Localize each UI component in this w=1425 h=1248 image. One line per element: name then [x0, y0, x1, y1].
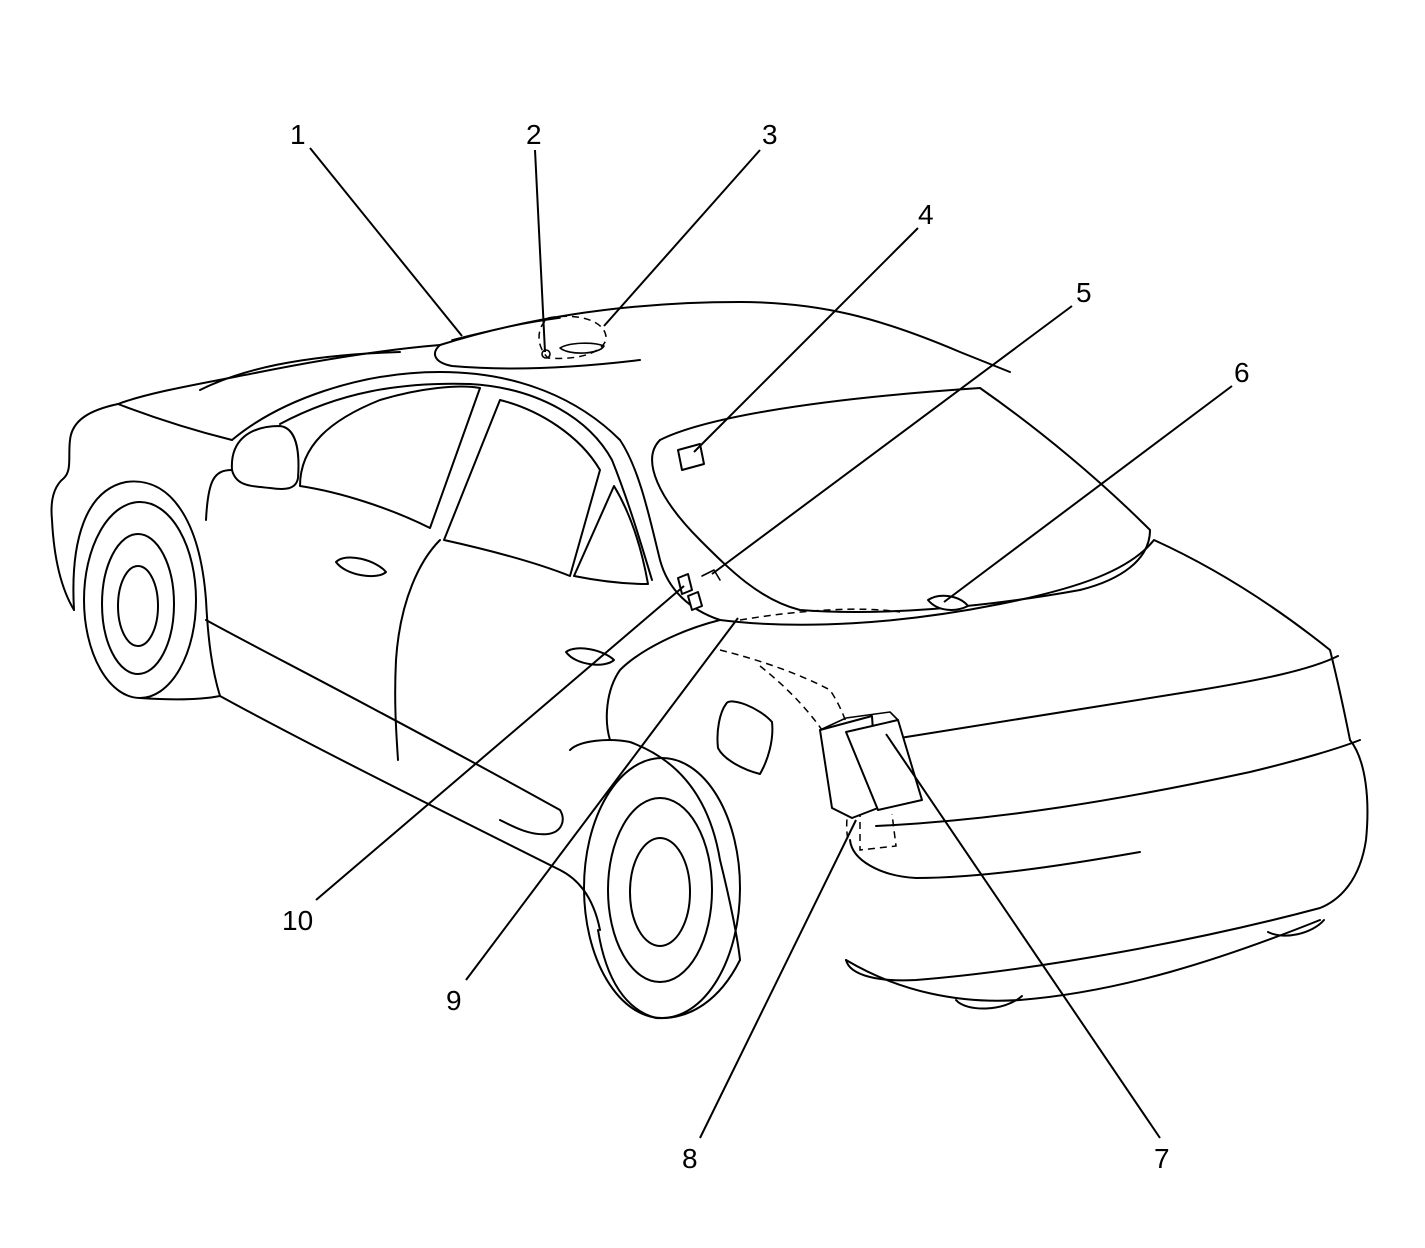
rear-door-window	[443, 399, 601, 577]
front-hub	[117, 565, 159, 647]
roof-lamp-component	[559, 342, 605, 354]
callout-8: 8	[682, 1143, 698, 1174]
rocker-panel	[205, 619, 564, 836]
callout-7: 7	[1154, 1143, 1170, 1174]
front-wheel-arch	[72, 480, 221, 697]
hood-crease	[117, 403, 233, 441]
lower-body-line	[219, 695, 601, 931]
rear-rim	[607, 797, 713, 983]
callout-labels: 1 2 3 4 5 6 7 8 9 10	[282, 119, 1250, 1174]
hidden-sunroof-outline	[538, 315, 607, 360]
side-mirror	[230, 425, 300, 490]
callout-5: 5	[1076, 277, 1092, 308]
hidden-harness-upper	[739, 608, 901, 621]
rear-tail-lamp	[849, 839, 1141, 879]
leader-5	[711, 305, 1073, 575]
fuel-door	[716, 700, 774, 775]
rear-tire-bottom	[597, 929, 741, 1020]
exhaust-left	[955, 995, 1023, 1010]
leader-8	[699, 819, 857, 1139]
trunk-lid	[719, 539, 1351, 741]
callout-6: 6	[1234, 357, 1250, 388]
leader-2	[534, 149, 546, 353]
front-tire	[83, 501, 197, 699]
rear-bumper-lower	[845, 919, 1321, 1002]
door-frame-inner	[279, 382, 653, 581]
component-6-sensor	[927, 594, 969, 611]
component-9-connector	[687, 591, 703, 611]
leader-10	[315, 585, 685, 901]
component-4-module	[677, 443, 705, 471]
leader-1	[309, 147, 463, 337]
front-door-rear-edge	[394, 539, 441, 761]
rear-quarter-panel	[605, 619, 721, 741]
callout-3: 3	[762, 119, 778, 150]
leader-6	[943, 385, 1233, 603]
component-10-connector	[677, 573, 693, 595]
vehicle-body	[50, 301, 1369, 1020]
leader-4	[693, 227, 919, 453]
callout-1: 1	[290, 119, 306, 150]
leader-7	[885, 733, 1161, 1139]
trunk-rear-edge	[899, 655, 1339, 739]
callout-2: 2	[526, 119, 542, 150]
rear-door-handle	[565, 647, 615, 666]
rear-quarter-window	[573, 485, 649, 585]
component-2-sensor	[541, 349, 551, 359]
roof-outline	[439, 301, 1011, 373]
door-frame-outer	[231, 371, 721, 621]
rear-window-lower	[651, 439, 1081, 613]
leader-9	[465, 617, 739, 981]
component-7-module	[845, 719, 923, 811]
module-top	[819, 711, 899, 731]
rear-bumper-outline	[845, 739, 1369, 982]
leader-3	[603, 149, 761, 327]
rear-wheel-arch	[569, 739, 741, 961]
leader-lines	[309, 147, 1233, 1139]
rear-bumper-top	[875, 739, 1361, 827]
front-door-handle	[335, 556, 387, 578]
callout-4: 4	[918, 199, 934, 230]
roof-front-edge	[434, 344, 641, 370]
hood-outline	[50, 344, 441, 611]
sunroof-edge	[451, 317, 561, 341]
rear-modules	[819, 711, 923, 819]
exhaust-right	[1267, 919, 1325, 937]
body-side-upper	[205, 469, 233, 521]
callout-10: 10	[282, 905, 313, 936]
component-5-bracket	[701, 569, 721, 581]
front-tire-bottom	[139, 695, 221, 701]
front-door-window	[299, 385, 481, 529]
front-fender-top	[199, 351, 401, 391]
callout-9: 9	[446, 985, 462, 1016]
rear-hub	[629, 837, 691, 947]
front-rim	[101, 533, 175, 675]
rear-window-top	[659, 387, 1151, 591]
